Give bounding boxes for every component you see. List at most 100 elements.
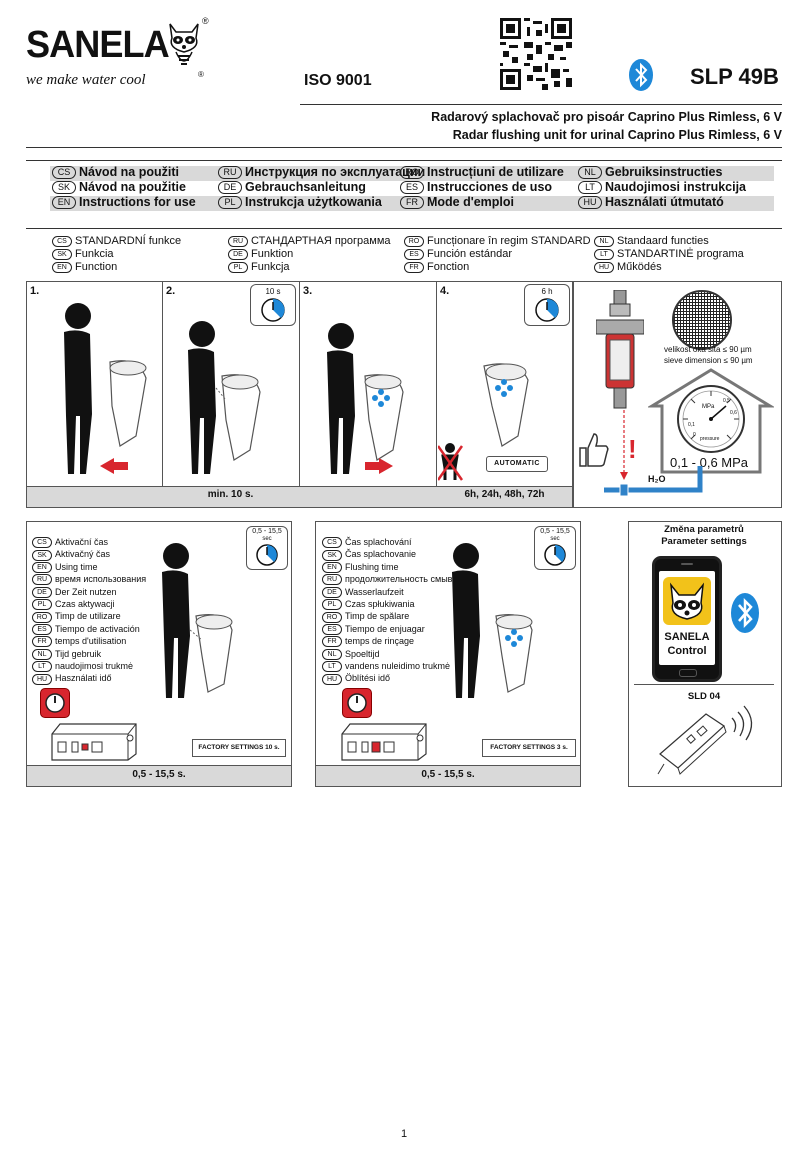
flushing-factory-settings: FACTORY SETTINGS 3 s. — [482, 739, 576, 757]
flushing-label: продолжительность смыва — [345, 574, 458, 585]
flushing-timer-icon: 0,5 - 15,5 sec — [534, 526, 576, 570]
flushing-label: Flushing time — [345, 561, 399, 572]
language-code-badge: LT — [578, 181, 602, 195]
language-code-badge: NL — [594, 235, 614, 247]
language-code-badge: RU — [228, 235, 248, 247]
activation-label: Aktivační čas — [55, 537, 109, 547]
activation-label: Tijd gebruik — [55, 648, 102, 659]
sieve-cs: velikost oka sita ≤ 90 µm — [664, 345, 752, 354]
smartphone-icon: SANELA Control — [652, 556, 722, 682]
step-2-timer-label: 10 s — [265, 287, 281, 296]
pressure-gauge-icon: MPa 0 0,1 0,5 0,6 pressure — [676, 384, 746, 454]
flushing-range: 0,5 - 15,5 s. — [421, 769, 475, 780]
language-label: Gebruiksinstructies — [605, 165, 723, 179]
language-label: Instrucțiuni de utilizare — [427, 165, 564, 179]
language-label: Instrukcja użytkowania — [245, 195, 382, 209]
language-code-badge: NL — [578, 166, 602, 180]
flushing-label: Czas spłukiwania — [345, 599, 415, 610]
language-code-badge: FR — [400, 196, 424, 210]
activation-factory-settings: FACTORY SETTINGS 10 s. — [192, 739, 286, 757]
flushing-label: Čas splachování — [345, 537, 412, 547]
function-label: STANDARDNÍ funkce — [75, 235, 182, 247]
flushing-label: vandens nuleidimo trukmė — [345, 661, 451, 672]
activation-label: Czas aktywacji — [55, 599, 115, 610]
activation-label: Der Zeit nutzen — [55, 586, 117, 597]
activation-panel — [26, 521, 292, 787]
activation-label: temps d'utilisation — [55, 636, 127, 647]
bluetooth-icon — [628, 58, 654, 92]
language-code-badge: FR — [404, 261, 424, 273]
qr-code — [500, 18, 572, 90]
language-code-badge: HU — [578, 196, 602, 210]
language-label: Gebrauchsanleitung — [245, 180, 366, 194]
params-bluetooth-icon — [730, 592, 760, 634]
parameter-title-en: Parameter settings — [661, 536, 747, 547]
language-code-badge: SK — [32, 549, 52, 561]
language-code-badge: ES — [404, 248, 424, 260]
flushing-label: Spoeltijd — [345, 648, 380, 659]
language-code-badge: PL — [218, 196, 242, 210]
language-code-badge: RO — [404, 235, 424, 247]
language-code-badge: RU — [322, 574, 342, 586]
sieve-en: sieve dimension ≤ 90 µm — [664, 356, 753, 365]
iso-label: ISO 9001 — [304, 72, 372, 89]
step-4-number: 4. — [440, 285, 450, 297]
language-label: Инструкция по эксплуатации — [245, 165, 426, 179]
brand-tagline: we make water cool — [26, 72, 146, 88]
language-label: Návod na použiti — [79, 165, 179, 179]
language-code-badge: HU — [594, 261, 614, 273]
step-4-timer-icon: 6 h — [524, 284, 570, 326]
step-3-number: 3. — [303, 285, 313, 297]
function-label: Funkcja — [251, 261, 290, 273]
step-1-number: 1. — [30, 285, 40, 297]
flushing-label: Wasserlaufzeit — [345, 586, 404, 597]
thumbs-up-icon — [576, 432, 610, 468]
language-code-badge: SK — [52, 248, 72, 260]
language-code-badge: RO — [32, 611, 52, 623]
brand-logo: SANELA ® we make water cool ® — [26, 16, 209, 88]
language-row-bg-3 — [50, 196, 774, 211]
language-code-badge: PL — [322, 599, 342, 611]
language-code-badge: EN — [32, 561, 52, 573]
activation-label: время использования — [55, 574, 147, 585]
function-label: Función estándar — [427, 248, 512, 260]
language-code-badge: LT — [32, 661, 52, 673]
raccoon-logo-icon — [164, 18, 204, 70]
language-code-badge: LT — [322, 661, 342, 673]
warning-mark: ! — [628, 434, 637, 464]
language-code-badge: NL — [32, 648, 52, 660]
filter-panel — [572, 281, 782, 508]
activation-label: naudojimosi trukmė — [55, 661, 134, 672]
flushing-label: Tiempo de enjuagar — [345, 623, 425, 634]
page-number: 1 — [400, 1128, 408, 1140]
activation-control-box-icon — [51, 723, 137, 761]
pressure-range: 0,1 - 0,6 MPa — [670, 455, 749, 470]
language-code-badge: NL — [322, 648, 342, 660]
gauge-tick-0: 0 — [693, 432, 696, 438]
activation-label: Aktivačný čas — [55, 549, 111, 560]
function-label: Fonction — [427, 261, 470, 273]
